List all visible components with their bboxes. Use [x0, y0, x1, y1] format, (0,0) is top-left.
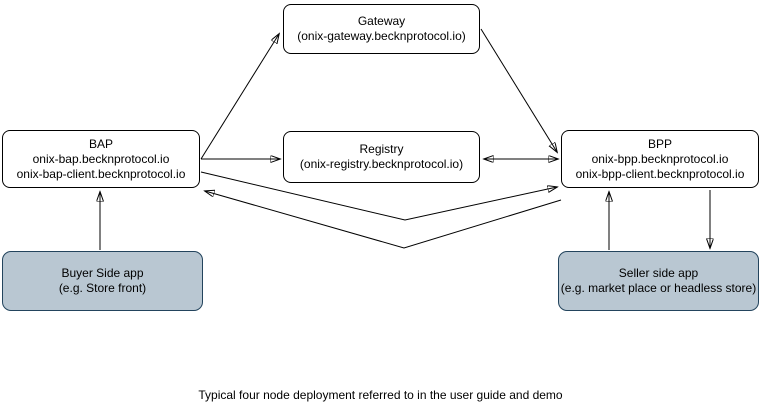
- registry-title: Registry: [359, 142, 404, 156]
- registry-node: Registry (onix-registry.becknprotocol.io…: [283, 131, 480, 183]
- bap-title: BAP: [88, 136, 113, 151]
- bap-node: BAP onix-bap.becknprotocol.io onix-bap-c…: [2, 130, 200, 188]
- seller-app-node: Seller side app (e.g. market place or he…: [558, 251, 759, 311]
- bpp-url: onix-bpp.becknprotocol.io: [591, 151, 729, 166]
- gateway-node: Gateway (onix-gateway.becknprotocol.io): [283, 4, 480, 54]
- edge-bap-to-gateway: [200, 34, 279, 160]
- bpp-node: BPP onix-bpp.becknprotocol.io onix-bpp-c…: [561, 130, 759, 188]
- seller-app-title: Seller side app: [618, 266, 699, 280]
- gateway-url: (onix-gateway.becknprotocol.io): [297, 29, 466, 43]
- buyer-app-node: Buyer Side app (e.g. Store front): [2, 251, 203, 311]
- buyer-app-subtitle: (e.g. Store front): [58, 281, 147, 295]
- gateway-title: Gateway: [357, 14, 406, 28]
- edge-gateway-to-bpp: [480, 28, 557, 152]
- bap-url: onix-bap.becknprotocol.io: [32, 151, 170, 166]
- buyer-app-title: Buyer Side app: [61, 266, 144, 280]
- bpp-title: BPP: [647, 136, 672, 151]
- diagram-caption: Typical four node deployment referred to…: [198, 388, 563, 402]
- bpp-client-url: onix-bpp-client.becknprotocol.io: [575, 166, 745, 181]
- registry-url: (onix-registry.becknprotocol.io): [299, 157, 464, 171]
- bap-client-url: onix-bap-client.becknprotocol.io: [16, 166, 186, 181]
- edge-bpp-to-bap: [205, 191, 562, 249]
- seller-app-subtitle: (e.g. market place or headless store): [560, 281, 757, 295]
